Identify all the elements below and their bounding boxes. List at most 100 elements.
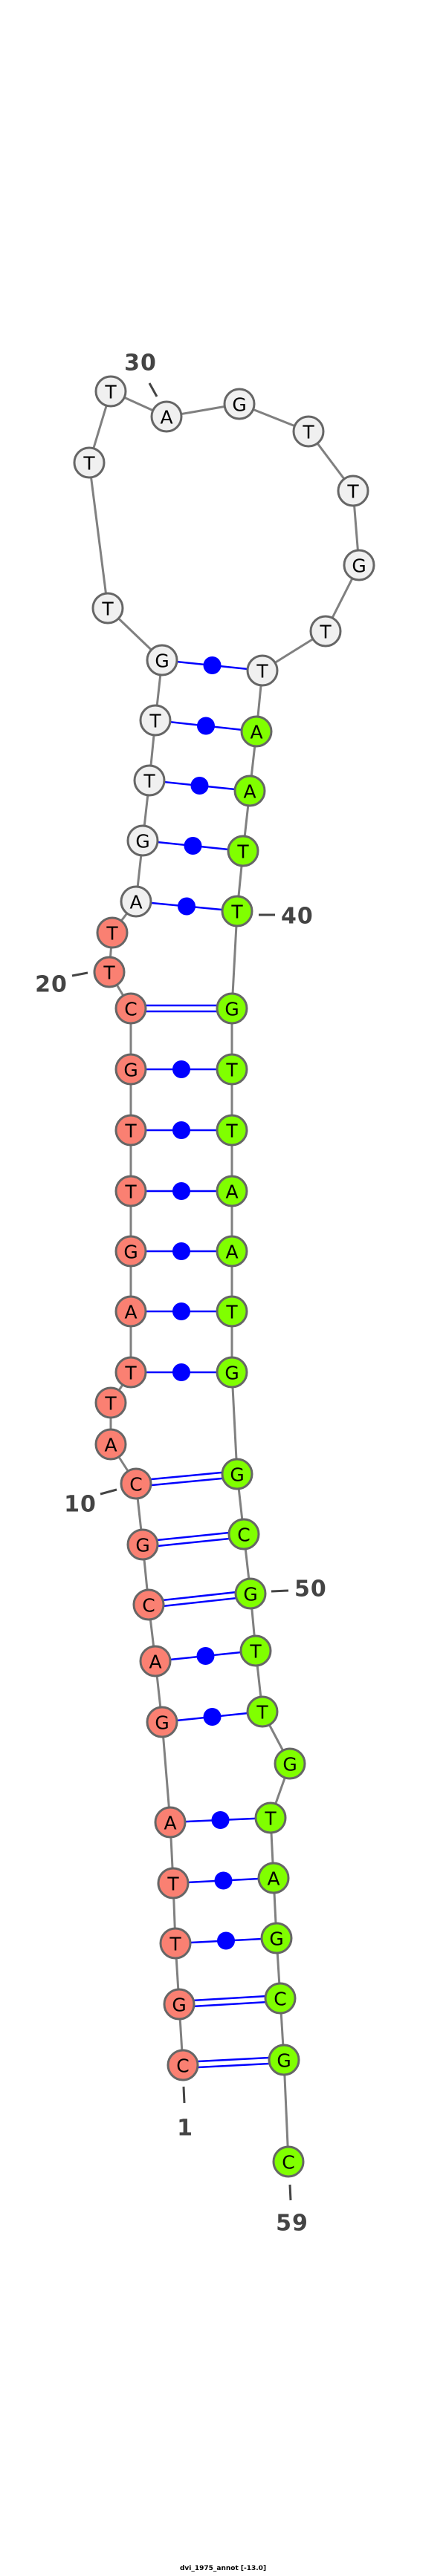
nucleotide-circle — [120, 885, 152, 918]
nucleotide-13: T — [114, 1356, 147, 1389]
bond-line — [183, 2061, 285, 2070]
nucleotide-letter: T — [104, 382, 117, 403]
nucleotide-circle — [227, 835, 259, 867]
nucleotide-letter: T — [106, 923, 118, 945]
nucleotide-circle — [343, 549, 375, 581]
base-pair-23-39 — [142, 837, 244, 855]
base-pair-22-40 — [135, 897, 238, 916]
nucleotide-letter: A — [243, 781, 256, 803]
base-pair-8-50 — [148, 1589, 251, 1609]
nucleotide-circle — [274, 1747, 306, 1780]
nucleotide-3: T — [159, 1927, 192, 1960]
nucleotide-5: A — [154, 1806, 187, 1839]
base-pair-14-46 — [131, 1302, 232, 1320]
label-number: 10 — [64, 1492, 97, 1518]
nucleotide-letter: T — [101, 599, 114, 620]
nucleotide-circle — [114, 1175, 147, 1207]
nucleotide-23: G — [126, 824, 159, 857]
nucleotide-circle — [114, 1295, 147, 1328]
nucleotide-circle — [227, 1518, 260, 1551]
bond-dot — [203, 1708, 222, 1726]
position-label-50: 50 — [271, 1576, 327, 1602]
nucleotide-letter: C — [124, 999, 137, 1020]
nucleotide-letter: A — [225, 1181, 238, 1203]
nucleotide-50: G — [234, 1577, 267, 1610]
bond-line — [149, 1595, 251, 1609]
nucleotide-31: G — [223, 388, 256, 420]
position-label-1: 1 — [177, 2086, 193, 2142]
bond-dot — [172, 1121, 190, 1139]
nucleotide-46: T — [216, 1295, 248, 1328]
base-pair-9-49 — [142, 1530, 245, 1549]
nucleotide-circle — [114, 1053, 147, 1086]
nucleotide-circle — [216, 992, 248, 1025]
nucleotide-letter: A — [149, 1651, 161, 1673]
nucleotide-letter: C — [282, 2152, 294, 2174]
nucleotide-9: G — [126, 1528, 159, 1561]
label-number: 50 — [294, 1576, 327, 1602]
nucleotide-2: G — [163, 1988, 195, 2021]
nucleotide-29: T — [94, 375, 127, 408]
nucleotide-letter: T — [346, 481, 359, 503]
nucleotide-6: G — [146, 1706, 178, 1738]
bond-line — [148, 1589, 251, 1603]
nucleotide-circle — [150, 400, 183, 433]
position-label-10: 10 — [64, 1488, 117, 1518]
nucleotide-letter: A — [267, 1868, 279, 1890]
nucleotide-45: A — [216, 1235, 248, 1268]
label-number: 30 — [124, 350, 157, 376]
nucleotide-circle — [157, 1867, 190, 1900]
nucleotide-20: T — [93, 956, 126, 988]
nucleotide-circle — [240, 715, 273, 748]
nucleotide-circle — [94, 1428, 127, 1461]
nucleotide-circle — [126, 1528, 159, 1561]
nucleotide-7: A — [139, 1645, 172, 1677]
nucleotide-circle — [146, 644, 178, 676]
nucleotide-letter: T — [169, 1934, 181, 1955]
nucleotide-30: A — [150, 400, 183, 433]
nucleotide-letter: G — [224, 999, 239, 1020]
bond-dot — [197, 717, 215, 735]
bond-line — [182, 2055, 284, 2064]
base-pair-7-51 — [155, 1647, 256, 1665]
nucleotide-circle — [114, 1356, 147, 1389]
bond-dot — [178, 897, 195, 916]
nucleotide-letter: T — [124, 1363, 137, 1384]
nucleotide-circle — [239, 1634, 272, 1667]
nucleotide-letter: G — [135, 1535, 149, 1556]
nucleotide-circle — [114, 992, 147, 1025]
nucleotide-letter: T — [143, 771, 155, 792]
nucleotide-circle — [91, 592, 124, 625]
bond-line — [142, 1530, 244, 1543]
nucleotide-letter: A — [104, 1435, 117, 1456]
nucleotide-32: T — [292, 415, 325, 448]
nucleotide-circle — [309, 615, 342, 648]
bond-dot — [172, 1302, 190, 1320]
nucleotide-22: A — [120, 885, 152, 918]
nucleotide-letter: C — [129, 1474, 142, 1496]
nucleotide-28: T — [73, 446, 106, 479]
label-tick — [148, 382, 158, 397]
nucleotide-letter: T — [103, 962, 115, 984]
nucleotide-letter: T — [319, 622, 332, 643]
backbone-segment — [88, 462, 109, 609]
nucleotide-letter: G — [224, 1363, 239, 1384]
nucleotide-1: C — [167, 2049, 199, 2081]
bond-line — [136, 1476, 238, 1488]
bond-line — [179, 2000, 281, 2009]
position-label-40: 40 — [259, 904, 313, 930]
nucleotide-circle — [139, 1645, 172, 1677]
base-pair-2-57 — [178, 1994, 281, 2009]
base-pair-18-42 — [131, 1060, 232, 1078]
nucleotide-letter: T — [124, 1181, 137, 1203]
nucleotide-19: C — [114, 992, 147, 1025]
nucleotide-letter: G — [155, 1712, 169, 1734]
nucleotide-letter: A — [250, 722, 262, 743]
nucleotide-circle — [234, 1577, 267, 1610]
nucleotide-letter: G — [232, 394, 246, 416]
nucleotide-56: G — [260, 1922, 293, 1954]
nucleotide-circle — [257, 1862, 290, 1894]
nucleotide-circle — [93, 956, 126, 988]
nucleotide-letter: T — [256, 1702, 268, 1724]
bond-dot — [190, 777, 209, 795]
